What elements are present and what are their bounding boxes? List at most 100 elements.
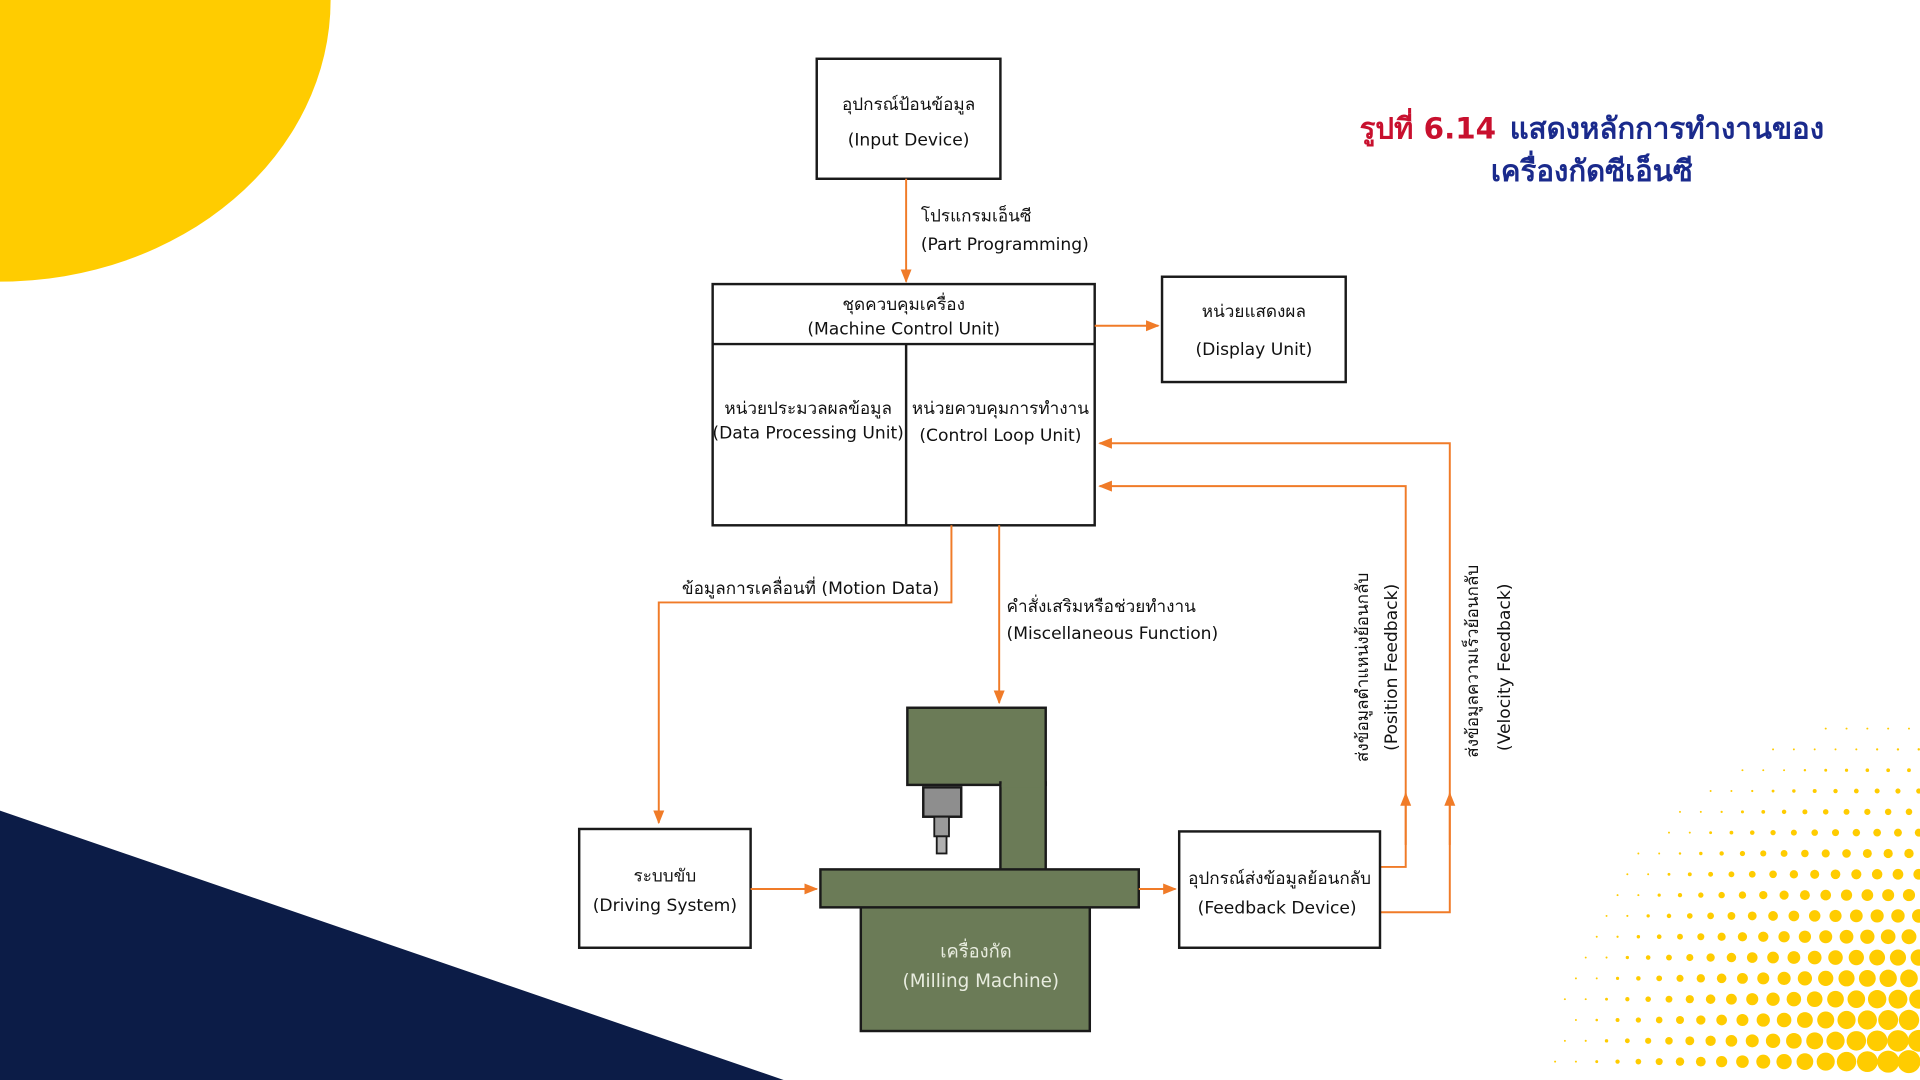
display-unit-box [1160,275,1347,384]
decorative-dot [1878,1010,1899,1030]
decorative-dot [1889,949,1907,966]
decorative-dot [1563,1039,1566,1042]
decorative-dot [1907,1029,1920,1052]
input-device-thai-label: อุปกรณ์ป้อนข้อมูล [842,95,975,115]
motion-data-arrow [653,525,953,825]
decorative-dot [1888,989,1908,1009]
decorative-dot [1796,1053,1814,1070]
decorative-dot [1716,1056,1728,1068]
decorative-dot [1882,889,1895,902]
decorative-dot [1864,808,1871,815]
decorative-dot [1636,935,1641,939]
decorative-dot [1746,993,1759,1006]
decorative-dot [1886,768,1891,773]
decorative-dot [1738,891,1747,899]
decorative-dot [1867,989,1887,1009]
decorative-dot [1892,868,1904,880]
decorative-dot [1806,991,1823,1008]
decorative-dot [1595,935,1598,938]
decorative-dot [1626,873,1629,876]
decorative-dot [1834,748,1837,751]
decorative-dot [1869,949,1886,966]
display-unit-thai-label: หน่วยแสดงผล [1202,302,1306,322]
decorative-dot [1698,892,1704,898]
decorative-dot [1792,789,1796,793]
decorative-dot [1645,1037,1652,1044]
decorative-dot [1807,950,1822,965]
decorative-dot [1857,1010,1877,1030]
decorative-dot [1887,1030,1909,1052]
decorative-dot [1696,1015,1706,1025]
part-programming-en-label: (Part Programming) [921,235,1089,255]
velocity-feedback-en-label: (Velocity Feedback) [1495,584,1515,752]
decorative-dot [1831,829,1840,837]
machine-column [906,706,1047,787]
decorative-dot [1884,808,1892,816]
decorative-dot [1848,949,1864,966]
decorative-dot [1871,869,1883,880]
decorative-dot [1665,995,1673,1003]
decorative-dot [1865,768,1870,772]
milling-machine-thai-label: เครื่องกัด [940,939,1011,963]
machine-column-upright [999,781,1047,874]
decorative-dot [1665,1037,1673,1045]
decorative-dot [1776,1012,1792,1028]
decorative-dot [1675,1015,1685,1025]
decorative-dot [1802,809,1808,815]
decorative-dot [1720,810,1723,813]
misc-function-en-label: (Miscellaneous Function) [1007,624,1219,644]
feedback-device-box [1177,830,1382,949]
decorative-dot [1716,973,1727,984]
decorative-dot [1897,1050,1920,1074]
decorative-dot [1824,768,1828,772]
decorative-dot [1900,969,1918,988]
decorative-dot [1658,852,1661,855]
display-unit-en-label: (Display Unit) [1195,340,1312,360]
decorative-dot [1728,871,1735,878]
feedback-device-thai-label: อุปกรณ์ส่งข้อมูลย้อนกลับ [1188,869,1371,889]
decorative-dot [1657,893,1661,897]
decorative-dot [1595,1060,1599,1064]
decorative-dot [1893,828,1902,837]
decorative-dot [1821,849,1830,858]
milling-machine-en-label: (Milling Machine) [903,971,1060,992]
decorative-dot [1757,972,1770,985]
decorative-dot [1792,748,1795,751]
decorative-dot [1808,910,1821,922]
decorative-dot [1635,1017,1642,1023]
decorative-dot [1761,809,1766,814]
decorative-dot [1687,872,1692,877]
decorative-dot [1828,950,1843,965]
control-loop-en-label: (Control Loop Unit) [919,426,1081,446]
decorative-dot [1787,951,1801,964]
control-loop-thai-label: หน่วยควบคุมการทำงาน [912,399,1089,419]
decorative-dot [1686,954,1694,962]
decorative-dot [1820,889,1832,901]
decorative-dot [1770,829,1776,836]
decorative-dot [1707,912,1714,920]
decorative-dot [1705,994,1716,1004]
decorative-dot [1836,1051,1857,1072]
decorative-dot [1646,914,1650,918]
decorative-dot [1679,810,1681,813]
decorative-dot [1789,870,1799,879]
decorative-dot [1912,909,1920,923]
decorative-dot [1762,769,1765,772]
decorative-dot [1914,828,1920,837]
mcu-thai-label: ชุดควบคุมเครื่อง [842,292,965,315]
decorative-dot [1554,1060,1557,1063]
decorative-dot [1860,929,1875,944]
figure-title-line1: แสดงหลักการทำงานของ [1510,111,1824,145]
decorative-dot [1826,1031,1845,1050]
decorative-dot [1767,951,1779,964]
decorative-dot [1708,871,1714,877]
decorative-dot [1726,952,1737,963]
spindle-tool [933,815,950,838]
decorative-dot [1861,889,1874,901]
decorative-dot [1907,768,1911,773]
decorative-dot [1747,911,1757,921]
decorative-dot [1616,894,1619,897]
decorative-dot [1741,769,1744,772]
decorative-dot [1812,789,1817,794]
decorative-dot [1740,810,1744,814]
